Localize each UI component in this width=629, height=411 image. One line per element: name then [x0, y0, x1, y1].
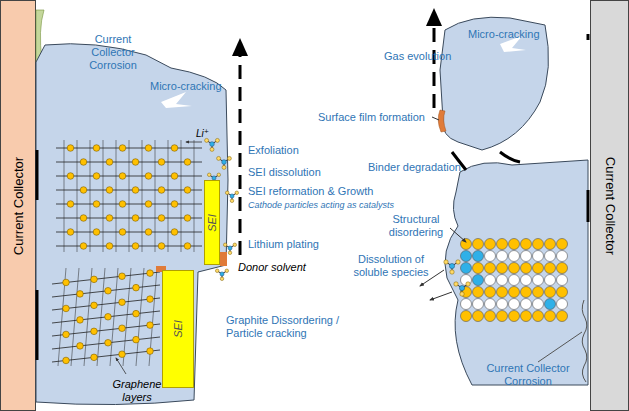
soluble-species [420, 260, 470, 300]
surface-film [438, 110, 446, 132]
current-collector: Current Collector [0, 0, 36, 411]
annotation: Exfoliation [248, 144, 299, 157]
dashed-arrow [433, 24, 436, 108]
annotation: Surface film formation [318, 111, 425, 124]
annotation: Graphite Dissordering / Particle crackin… [226, 314, 354, 340]
binder [500, 152, 520, 162]
annotation: Current Collector Corrosion [478, 362, 578, 388]
sei-layer: SEI [204, 180, 220, 265]
species-label: Donor solvent [238, 261, 306, 274]
annotation: Current Collector Corrosion [72, 33, 154, 72]
graphite-particle: Graphene layers SEI SEI [36, 40, 231, 408]
layer-label: Graphene layers [106, 378, 168, 404]
leader-line [538, 332, 582, 362]
lattice [461, 239, 568, 322]
cathode-particle [445, 160, 588, 385]
leader-line [432, 117, 439, 120]
node-label: Current Collector [602, 156, 617, 254]
node-label: SEI [172, 320, 184, 338]
arrow-head [232, 38, 248, 56]
annotation: Binder degradation [368, 161, 461, 174]
annotation: Gas evolution [384, 50, 451, 63]
annotation: Micro-cracking [468, 28, 540, 41]
annotation: Micro-cracking [150, 80, 222, 93]
annotation: Dissolution of soluble species [340, 253, 442, 279]
cathode-particle [440, 17, 549, 150]
dashed-arrow [239, 52, 242, 255]
note: Cathode particles acting as catalysts [248, 200, 428, 211]
annotation: SEI reformation & Growth [248, 185, 373, 198]
arrow-head [426, 8, 442, 26]
annotation: Structural disordering [384, 213, 448, 239]
annotation: SEI dissolution [248, 166, 321, 179]
node-label: Current Collector [11, 156, 26, 254]
ion-label: Li⁺ [196, 128, 209, 140]
node-label: SEI [206, 214, 218, 232]
corrosion [582, 300, 587, 382]
current-collector: Current Collector [590, 0, 629, 411]
annotation: Lithium plating [248, 238, 319, 251]
leader-line [450, 228, 466, 242]
sei-layer: SEI [162, 270, 194, 388]
particle-outline [36, 40, 231, 408]
